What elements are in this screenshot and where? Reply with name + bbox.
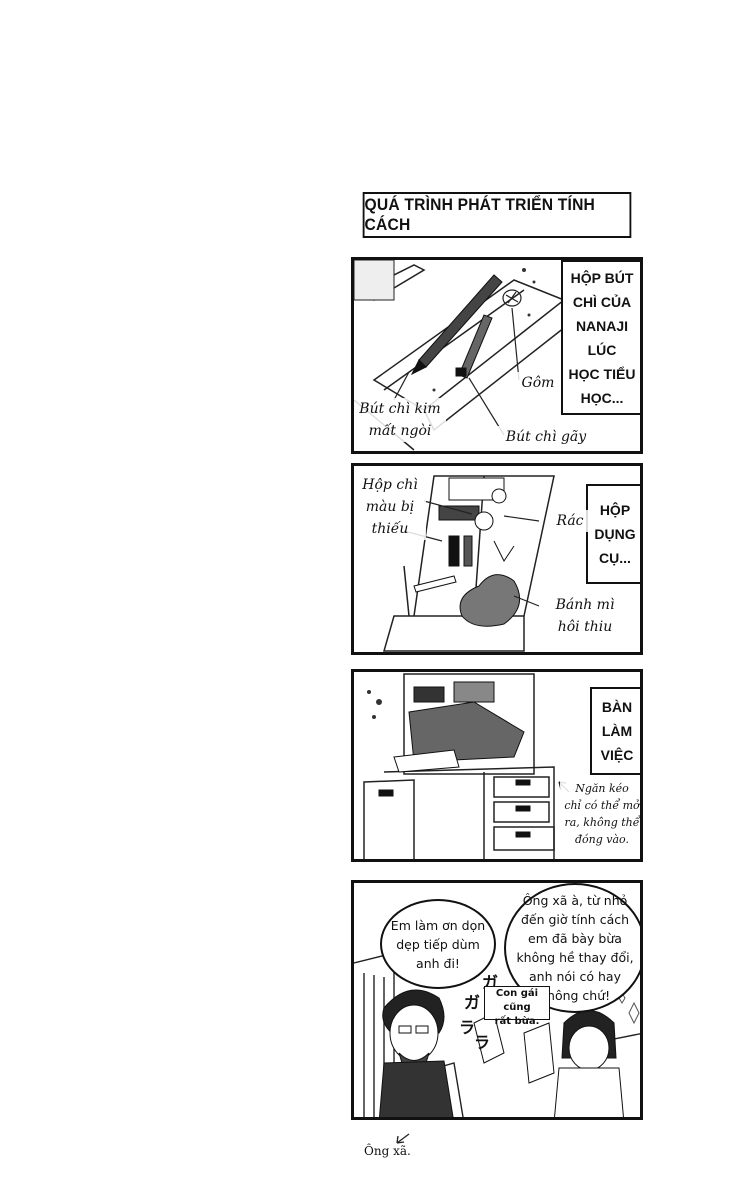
side-note-daughter: Con gái cũng rất bừa. [484, 986, 550, 1027]
desk-drawing [363, 673, 570, 859]
label-trash: Rác [550, 510, 590, 532]
panel-desk: BÀN LÀM VIỆC Ngăn kéo chỉ có thể mở ra, … [351, 669, 643, 862]
pencil-case-drawing [354, 260, 575, 451]
caption-tool-box: HỘP DỤNG CỤ... [586, 484, 640, 584]
label-mechanical-pencil: Bút chì kim mất ngòi [354, 398, 446, 442]
footnote-husband: Ông xã. [364, 1144, 411, 1158]
panel-tool-box: HỘP DỤNG CỤ... Hộp chì màu bị thiếu Rác … [351, 463, 643, 655]
svg-text:ラ: ラ [474, 1033, 490, 1052]
label-broken-pencil: Bút chì gãy [496, 426, 596, 448]
label-eraser: Gôm [516, 372, 560, 394]
footnote-arrow-icon [396, 1133, 410, 1144]
caption-pencil-case: HỘP BÚT CHÌ CỦA NANAJI LÚC HỌC TIỂU HỌC.… [561, 260, 640, 415]
label-moldy-bread: Bánh mì hôi thiu [548, 594, 622, 638]
label-colored-pencils: Hộp chì màu bị thiếu [354, 474, 426, 540]
caption-desk: BÀN LÀM VIỆC [590, 687, 640, 775]
panel-couple: ガ ガ ラ ラ Em làm ơn dọn dẹp tiếp dùm anh đ… [351, 880, 643, 1120]
svg-text:ラ: ラ [459, 1018, 475, 1037]
label-drawer: Ngăn kéo chỉ có thể mở ra, không thể đón… [560, 780, 640, 848]
svg-text:ガ: ガ [464, 993, 480, 1012]
tool-box-drawing [383, 475, 555, 652]
panel-pencil-case: HỘP BÚT CHÌ CỦA NANAJI LÚC HỌC TIỂU HỌC.… [351, 257, 643, 454]
page-title: QUÁ TRÌNH PHÁT TRIỂN TÍNH CÁCH [362, 192, 632, 238]
speech-bubble-husband: Em làm ơn dọn dẹp tiếp dùm anh đi! [380, 899, 496, 989]
